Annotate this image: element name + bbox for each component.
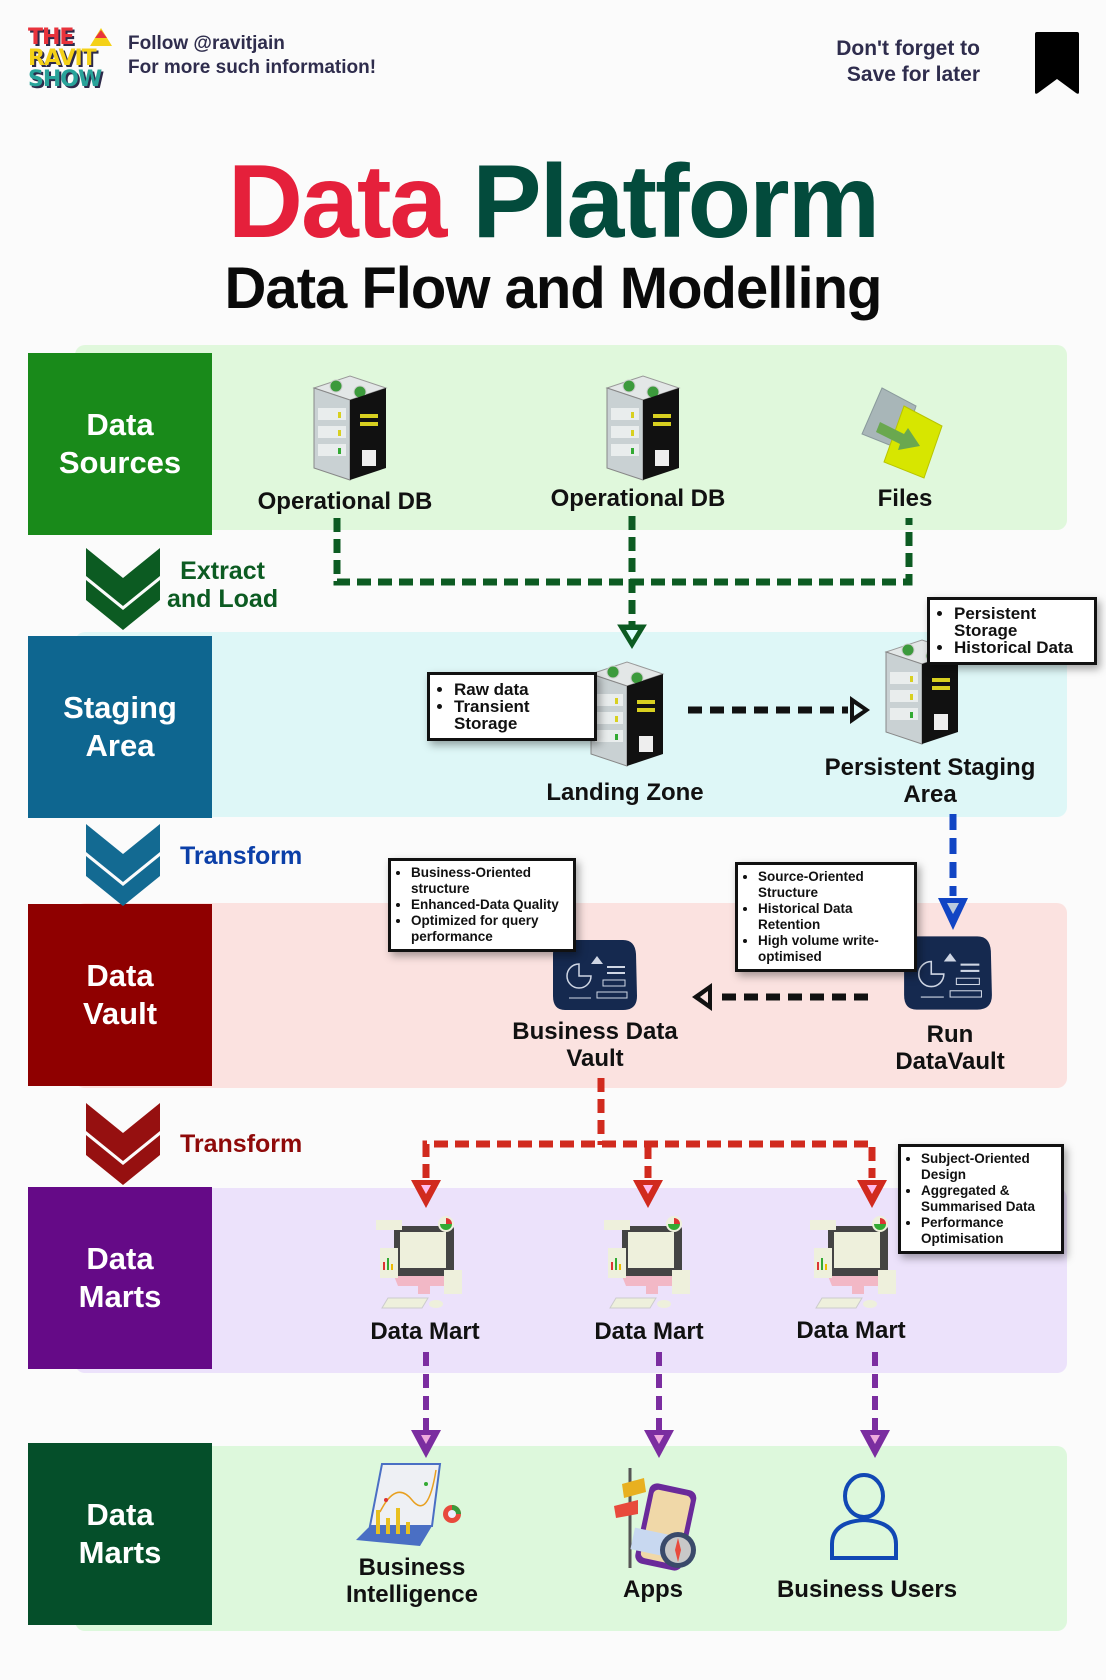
note-data-marts: Subject-Oriented Design Aggregated & Sum…	[898, 1144, 1064, 1254]
label-data-vault: Data Vault	[28, 904, 212, 1086]
ravit-show-logo: THE RAVIT SHOW	[28, 27, 123, 96]
node-files: Files	[877, 485, 933, 512]
workstation-icon	[810, 1216, 896, 1309]
label-data-sources: Data Sources	[28, 353, 212, 535]
note-landing-zone: Raw data Transient Storage	[427, 672, 597, 741]
server-icon	[605, 375, 681, 481]
page-subtitle: Data Flow and Modelling	[224, 256, 883, 321]
step-extract-load: Extract and Load	[167, 557, 279, 613]
label-staging-area: Staging Area	[28, 636, 212, 818]
node-landing-zone: Landing Zone	[546, 779, 704, 806]
page-title: Data Platform	[227, 144, 880, 260]
user-icon	[830, 1473, 898, 1560]
node-data-mart-3: Data Mart	[796, 1317, 906, 1344]
logo-triangle-icon	[90, 28, 112, 46]
bookmark-icon[interactable]	[1034, 30, 1080, 96]
vault-to-marts-flow	[422, 1078, 876, 1178]
node-business-data-vault: Business Data Vault	[512, 1018, 678, 1072]
server-icon	[589, 661, 665, 767]
chevron-down-icon	[86, 824, 160, 906]
node-data-mart-2: Data Mart	[594, 1318, 704, 1345]
node-business-users: Business Users	[776, 1576, 958, 1603]
follow-tagline: For more such information!	[128, 57, 377, 78]
bi-laptop-icon	[356, 1463, 461, 1546]
dashboard-icon	[904, 936, 992, 1010]
step-transform-marts: Transform	[180, 1130, 303, 1158]
band-consumers	[75, 1446, 1067, 1631]
node-run-datavault: Run DataVault	[895, 1021, 1005, 1075]
save-reminder: Don't forget to Save for later	[836, 37, 980, 86]
file-transfer-icon	[861, 387, 943, 479]
label-consumers: Data Marts	[28, 1443, 212, 1625]
node-persistent-staging: Persistent Staging Area	[824, 754, 1036, 808]
node-business-intelligence: Business Intelligence	[345, 1554, 479, 1608]
node-operational-db-2: Operational DB	[550, 485, 726, 512]
note-business-vault: Business-Oriented structure Enhanced-Dat…	[388, 858, 576, 952]
extract-load-flow	[333, 516, 913, 625]
workstation-icon	[376, 1216, 462, 1309]
workstation-icon	[604, 1216, 690, 1309]
step-transform-vault: Transform	[180, 842, 303, 870]
dashboard-icon	[553, 940, 637, 1010]
note-raw-vault: Source-Oriented Structure Historical Dat…	[735, 862, 917, 972]
chevron-down-icon	[86, 1103, 160, 1185]
note-persistent-staging: Persistent Storage Historical Data	[927, 597, 1097, 665]
chevron-down-icon	[86, 548, 160, 630]
node-data-mart-1: Data Mart	[370, 1318, 480, 1345]
follow-text: Follow @ravitjain For more such informat…	[128, 32, 376, 80]
server-icon	[312, 375, 388, 481]
label-data-marts: Data Marts	[28, 1187, 212, 1369]
mobile-app-icon	[614, 1468, 697, 1571]
follow-handle[interactable]: Follow @ravitjain	[128, 33, 285, 54]
node-apps: Apps	[623, 1576, 683, 1603]
node-operational-db-1: Operational DB	[257, 488, 433, 515]
